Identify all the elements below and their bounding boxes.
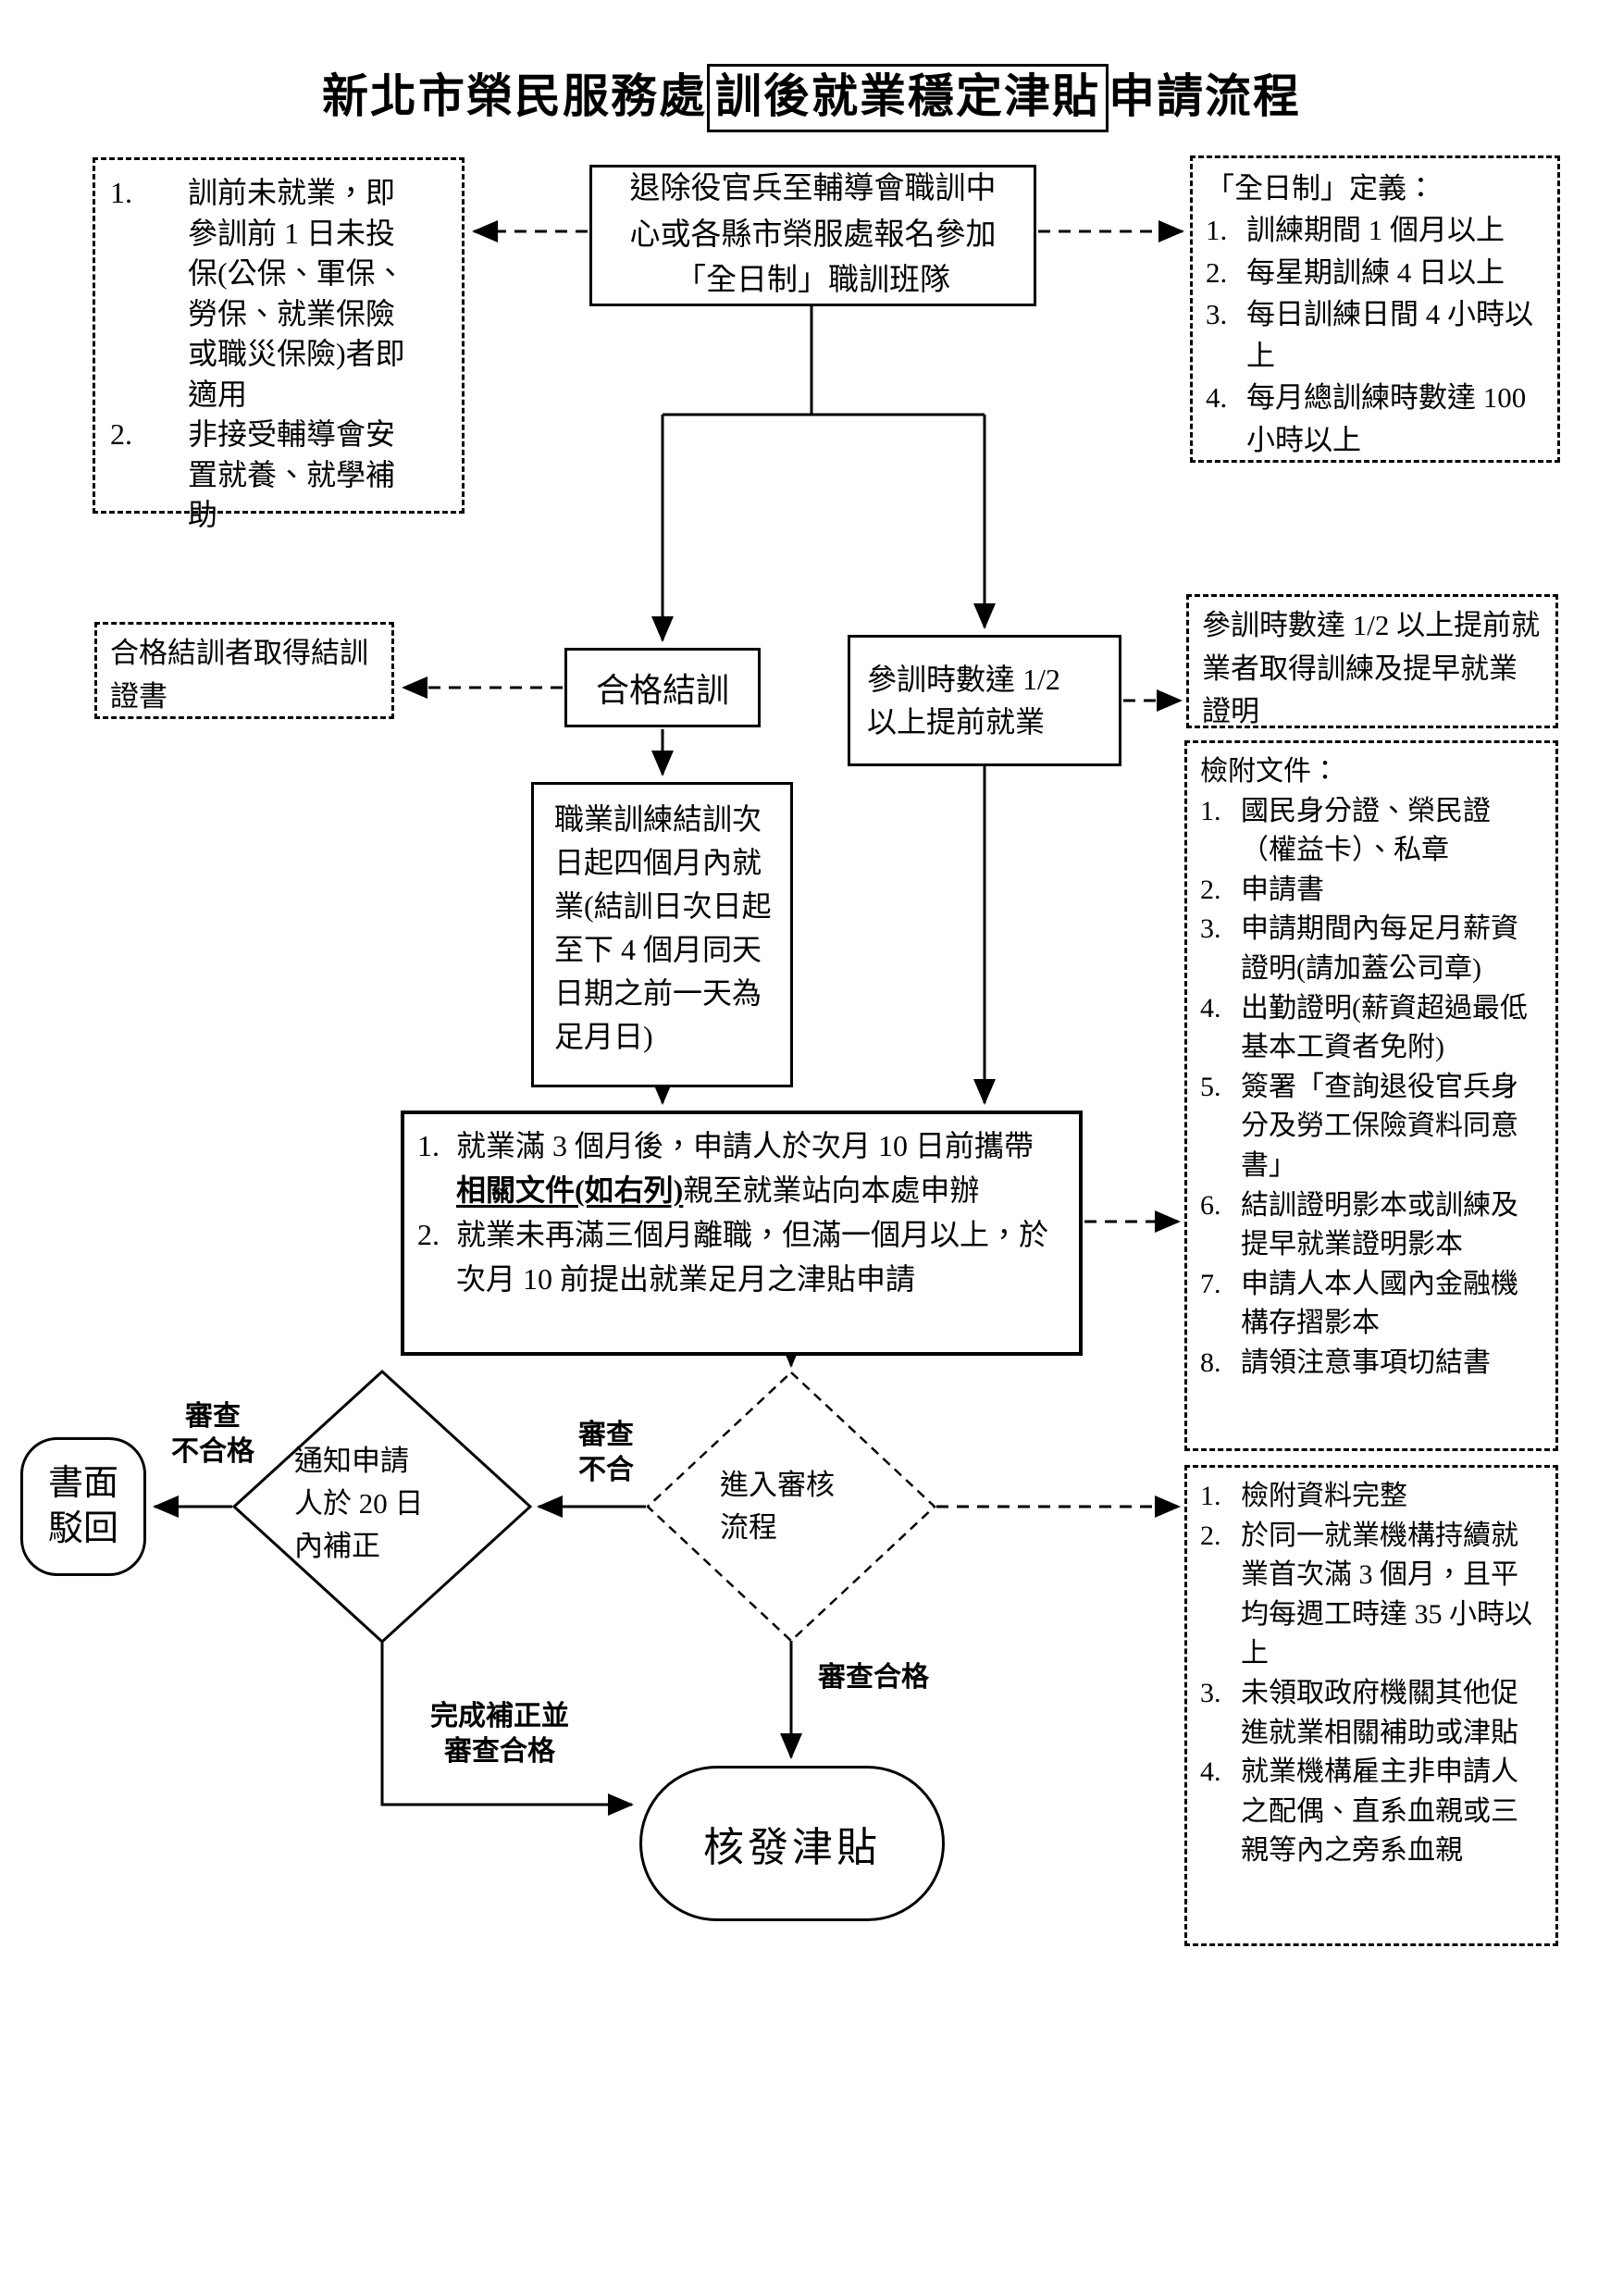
list-item: 5. 簽署「查詢退役官兵身分及勞工保險資料同意書」 — [1200, 1068, 1544, 1186]
item-text: 於同一就業機構持續就業首次滿 3 個月，且平均每週工時達 35 小時以上 — [1241, 1520, 1532, 1669]
written-rejection-terminal: 書面 駁回 — [20, 1437, 146, 1576]
item-text: 訓練期間 1 個月以上 — [1246, 214, 1505, 247]
item-number: 8. — [1200, 1347, 1221, 1378]
list-item: 2. 申請書 — [1200, 871, 1544, 911]
item-text: 非接受輔導會安置就養、就學補助 — [188, 417, 396, 532]
notify-correct-text: 通知申請 人於 20 日 內補正 — [294, 1445, 424, 1562]
pretrain-eligibility-note: 1. 訓前未就業，即參訓前 1 日未投保(公保、軍保、勞保、就業保險或職災保險)… — [93, 157, 465, 531]
enroll-training-step: 退除役官兵至輔導會職訓中 心或各縣市榮服處報名參加 「全日制」職訓班隊 — [589, 165, 1036, 306]
item-text: 國民身分證、榮民證（權益卡）、私章 — [1241, 795, 1491, 866]
page-title-suffix: 申請流程 — [1109, 70, 1301, 122]
label-corrected-pass: 完成補正並 審查合格 — [430, 1701, 569, 1768]
application-procedure-step: 1. 就業滿 3 個月後，申請人於次月 10 日前攜帶相關文件(如右列)親至就業… — [401, 1111, 1083, 1356]
approval-conditions-note: 1. 檢附資料完整 2. 於同一就業機構持續就業首次滿 3 個月，且平均每週工時… — [1184, 1465, 1558, 1946]
early-employment-certificate-note: 參訓時數達 1/2 以上提前就業者取得訓練及提早就業證明 — [1186, 594, 1558, 728]
page-title-boxed: 訓後就業穩定津貼 — [707, 64, 1109, 132]
item-text: 每星期訓練 4 日以上 — [1246, 255, 1505, 289]
list-item: 1. 就業滿 3 個月後，申請人於次月 10 日前攜帶相關文件(如右列)親至就業… — [417, 1123, 1057, 1212]
item-number: 3. — [1200, 913, 1221, 945]
item-text: 每月總訓練時數達 100 小時以上 — [1246, 381, 1527, 456]
item-text: 每日訓練日間 4 小時以上 — [1246, 297, 1533, 372]
list-item: 1. 訓前未就業，即參訓前 1 日未投保(公保、軍保、勞保、就業保險或職災保險)… — [110, 173, 410, 415]
item-number: 3. — [1200, 1677, 1221, 1708]
label-review-fail-full: 審查 不合格 — [171, 1401, 254, 1468]
item-text: 申請人本人國內金融機構存摺影本 — [1241, 1268, 1518, 1339]
arrow-corrected-to-grant — [380, 1642, 634, 1816]
list-item: 4. 每月總訓練時數達 100 小時以上 — [1206, 377, 1546, 461]
item-number: 6. — [1200, 1189, 1221, 1221]
pass-training-step: 合格結訓 — [564, 648, 761, 727]
page-title-prefix: 新北市榮民服務處 — [322, 70, 707, 122]
note-heading: 「全日制」定義： — [1206, 172, 1435, 205]
item-number: 7. — [1200, 1268, 1221, 1299]
label-review-fail: 審查 不合 — [578, 1420, 634, 1486]
item-number: 4. — [1200, 1756, 1221, 1788]
item-text: 出勤證明(薪資超過最低基本工資者免附) — [1241, 992, 1528, 1063]
item-number: 4. — [1206, 381, 1228, 415]
item-text: 結訓證明影本或訓練及提早就業證明影本 — [1241, 1189, 1518, 1260]
dashed-arrows — [402, 220, 1184, 1518]
list-item: 7. 申請人本人國內金融機構存摺影本 — [1200, 1265, 1544, 1344]
list-item: 4. 就業機構雇主非申請人之配偶、直系血親或三親等內之旁系血親 — [1200, 1753, 1544, 1871]
item-number: 3. — [1206, 297, 1228, 330]
early-employment-step: 參訓時數達 1/2 以上提前就業 — [848, 635, 1121, 766]
list-item: 1. 訓練期間 1 個月以上 — [1206, 209, 1546, 251]
list-item: 3. 每日訓練日間 4 小時以上 — [1206, 293, 1546, 378]
grant-subsidy-terminal: 核發津貼 — [639, 1766, 945, 1921]
item-number: 2. — [417, 1218, 440, 1251]
item-number: 1. — [417, 1129, 440, 1162]
label-review-pass: 審查合格 — [818, 1662, 929, 1693]
note-heading: 檢附文件： — [1200, 756, 1339, 787]
apply-item1-pre: 就業滿 3 個月後，申請人於次月 10 日前攜帶 — [456, 1129, 1035, 1162]
item-text: 訓前未就業，即參訓前 1 日未投保(公保、軍保、勞保、就業保險或職災保險)者即適… — [188, 176, 405, 411]
item-text: 簽署「查詢退役官兵身分及勞工保險資料同意書」 — [1241, 1071, 1518, 1181]
review-diamond — [646, 1371, 936, 1643]
item-number: 2. — [1206, 255, 1228, 289]
apply-item1-emphasis: 相關文件(如右列) — [456, 1173, 684, 1207]
completion-certificate-note: 合格結訓者取得結訓證書 — [94, 622, 394, 719]
fulltime-definition-note: 「全日制」定義： 1. 訓練期間 1 個月以上 2. 每星期訓練 4 日以上 3… — [1190, 155, 1560, 463]
list-item: 2. 非接受輔導會安置就養、就學補助 — [110, 415, 410, 536]
employment-window-step: 職業訓練結訓次日起四個月內就業(結訓日次日起至下 4 個月同天日期之前一天為足月… — [531, 782, 793, 1087]
list-item: 2. 於同一就業機構持續就業首次滿 3 個月，且平均每週工時達 35 小時以上 — [1200, 1517, 1544, 1674]
review-process-text: 進入審核 流程 — [720, 1469, 835, 1544]
item-text: 申請書 — [1241, 874, 1324, 905]
item-text: 申請期間內每足月薪資證明(請加蓋公司章) — [1241, 913, 1518, 984]
item-number: 2. — [1200, 1520, 1221, 1551]
list-item: 8. 請領注意事項切結書 — [1200, 1344, 1544, 1384]
item-text: 檢附資料完整 — [1241, 1481, 1407, 1511]
list-item: 1. 檢附資料完整 — [1200, 1477, 1544, 1517]
item-text: 就業滿 3 個月後，申請人於次月 10 日前攜帶相關文件(如右列)親至就業站向本… — [456, 1123, 1057, 1212]
apply-item1-post: 親至就業站向本處申辦 — [683, 1173, 980, 1207]
list-item: 6. 結訓證明影本或訓練及提早就業證明影本 — [1200, 1186, 1544, 1265]
page-title: 新北市榮民服務處訓後就業穩定津貼申請流程 — [0, 59, 1623, 132]
list-item: 2. 每星期訓練 4 日以上 — [1206, 252, 1546, 293]
item-number: 5. — [1200, 1071, 1221, 1102]
required-documents-note: 檢附文件： 1. 國民身分證、榮民證（權益卡）、私章 2. 申請書 3. 申請期… — [1184, 740, 1558, 1451]
item-number: 1. — [1206, 214, 1228, 247]
notify-correct-diamond — [231, 1369, 533, 1644]
item-text: 請領注意事項切結書 — [1241, 1347, 1491, 1378]
list-item: 1. 國民身分證、榮民證（權益卡）、私章 — [1200, 792, 1544, 871]
solid-arrows — [153, 306, 996, 1816]
list-item: 4. 出勤證明(薪資超過最低基本工資者免附) — [1200, 989, 1544, 1068]
item-number: 4. — [1200, 992, 1221, 1024]
list-item: 2. 就業未再滿三個月離職，但滿一個月以上，於次月 10 前提出就業足月之津貼申… — [417, 1212, 1057, 1301]
item-text: 就業未再滿三個月離職，但滿一個月以上，於次月 10 前提出就業足月之津貼申請 — [456, 1218, 1049, 1296]
list-item: 3. 未領取政府機關其他促進就業相關補助或津貼 — [1200, 1674, 1544, 1753]
item-number: 1. — [1200, 795, 1221, 826]
item-text: 就業機構雇主非申請人之配偶、直系血親或三親等內之旁系血親 — [1241, 1756, 1518, 1867]
item-text: 未領取政府機關其他促進就業相關補助或津貼 — [1241, 1677, 1518, 1748]
list-item: 3. 申請期間內每足月薪資證明(請加蓋公司章) — [1200, 910, 1544, 988]
item-number: 1. — [110, 176, 132, 209]
item-number: 1. — [1200, 1481, 1221, 1511]
item-number: 2. — [1200, 874, 1221, 905]
item-number: 2. — [110, 417, 132, 452]
